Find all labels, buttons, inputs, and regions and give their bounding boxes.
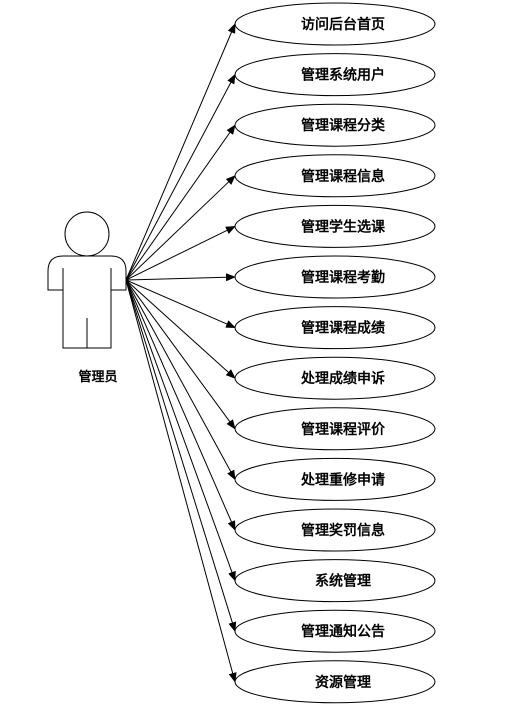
use-case-ellipse — [234, 407, 436, 451]
use-case-ellipse — [234, 559, 436, 603]
use-case-ellipse — [234, 660, 436, 704]
use-case-label: 管理通知公告 — [301, 623, 385, 640]
associations — [125, 23, 237, 683]
use-case-label: 管理课程成绩 — [301, 320, 385, 337]
use-case-ellipse — [234, 457, 436, 501]
use-case: 处理重修申请 — [234, 457, 436, 501]
association-arrow — [125, 279, 236, 582]
use-case-label: 系统管理 — [315, 573, 371, 590]
use-case-ellipse — [234, 255, 436, 299]
use-case-ellipse — [234, 204, 436, 248]
use-case-label: 管理课程信息 — [301, 168, 385, 185]
use-case-ellipse — [234, 508, 436, 552]
use-case: 管理学生选课 — [234, 204, 436, 248]
use-case-ellipse — [234, 2, 436, 46]
use-case-label: 处理成绩申诉 — [300, 370, 385, 387]
use-case: 管理课程成绩 — [234, 306, 436, 350]
use-case-label: 资源管理 — [315, 674, 371, 691]
use-case: 资源管理 — [234, 660, 436, 704]
association-arrow — [125, 279, 237, 683]
use-case-ellipse — [234, 103, 436, 147]
association-arrow — [125, 279, 236, 379]
use-case: 处理成绩申诉 — [234, 356, 436, 400]
association-arrow — [125, 279, 236, 430]
use-case-ellipse — [234, 154, 436, 198]
association-arrow — [125, 225, 236, 281]
use-case-label: 处理重修申请 — [300, 471, 385, 488]
association-arrow — [125, 73, 236, 281]
use-case-label: 管理课程评价 — [301, 421, 386, 438]
use-case-label: 管理系统用户 — [301, 67, 385, 84]
association-arrow — [125, 279, 236, 481]
use-case: 系统管理 — [234, 559, 436, 603]
association-arrow — [125, 279, 237, 633]
use-case-label: 访问后台首页 — [301, 16, 385, 33]
use-case: 管理奖罚信息 — [234, 508, 436, 552]
use-cases: 访问后台首页管理系统用户管理课程分类管理课程信息管理学生选课管理课程考勤管理课程… — [234, 2, 436, 704]
use-case-ellipse — [234, 609, 436, 653]
use-case: 管理课程评价 — [234, 407, 436, 451]
use-case-label: 管理课程分类 — [301, 117, 386, 134]
use-case: 管理通知公告 — [234, 609, 436, 653]
association-arrow — [125, 279, 236, 329]
actor-admin: 管理员 — [47, 211, 127, 385]
use-case: 管理课程分类 — [234, 103, 436, 147]
use-case: 管理系统用户 — [234, 53, 436, 97]
use-case-ellipse — [234, 53, 436, 97]
use-case-ellipse — [234, 306, 436, 350]
association-arrow — [125, 273, 236, 282]
use-case: 管理课程信息 — [234, 154, 436, 198]
actor-head — [64, 211, 110, 257]
use-case: 管理课程考勤 — [234, 255, 436, 299]
use-case: 访问后台首页 — [234, 2, 436, 46]
use-case-label: 管理课程考勤 — [301, 269, 385, 286]
use-case-label: 管理学生选课 — [301, 218, 386, 235]
actor-label: 管理员 — [78, 369, 117, 385]
use-case-ellipse — [234, 356, 436, 400]
use-case-label: 管理奖罚信息 — [301, 522, 385, 539]
association-arrow — [125, 23, 236, 281]
association-arrow — [125, 124, 236, 281]
actor-body — [47, 255, 127, 349]
association-arrow — [125, 279, 236, 531]
association-arrow — [125, 175, 236, 281]
